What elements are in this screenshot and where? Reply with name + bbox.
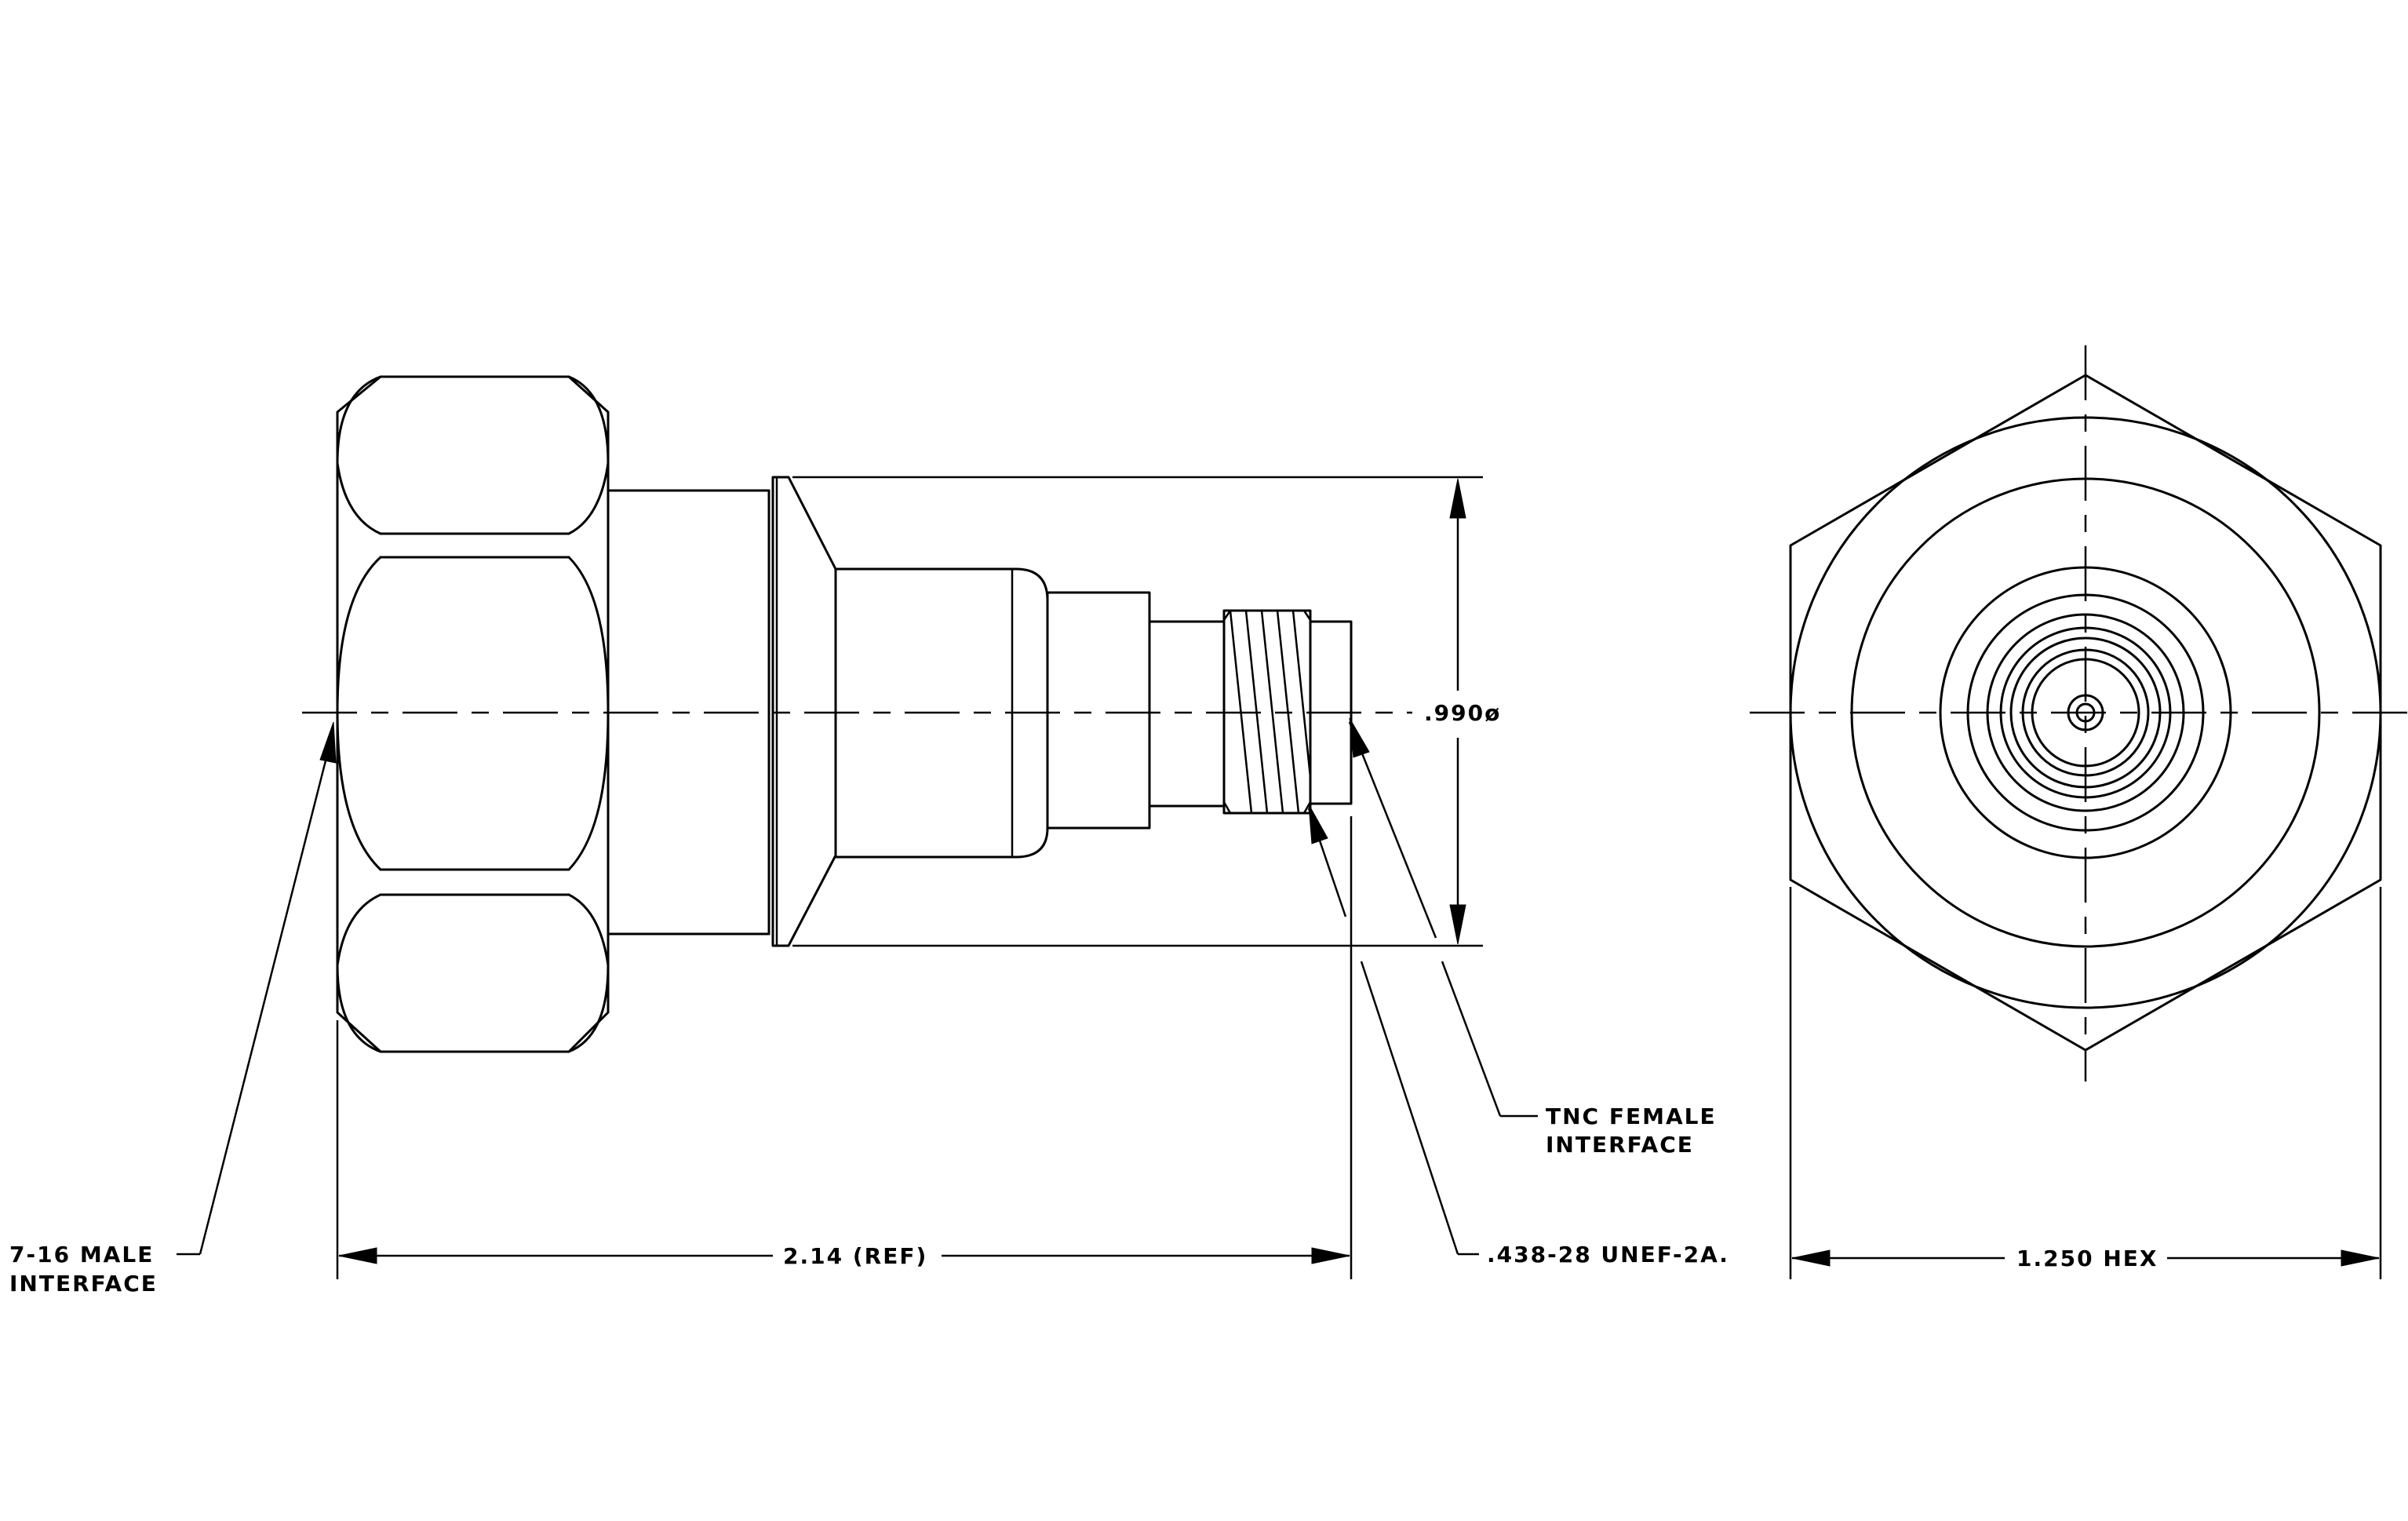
overall-length-dimension: 2.14 (REF) <box>336 816 1353 1279</box>
male-interface-label-1: 7-16 MALE <box>9 1242 154 1268</box>
thread-section <box>1222 609 1312 815</box>
coupling-nut <box>336 375 610 1053</box>
male-interface-callout: 7-16 MALE INTERFACE <box>9 721 337 1297</box>
tnc-interface-callout: TNC FEMALE INTERFACE <box>1348 717 1717 1158</box>
overall-length-label: 2.14 (REF) <box>783 1243 927 1269</box>
thread-spec-callout: .438-28 UNEF-2A. <box>1307 804 1729 1268</box>
hex-size-dimension: 1.250 HEX <box>1789 887 2382 1279</box>
body-collar <box>607 489 770 936</box>
neck-section <box>1148 620 1226 808</box>
side-view <box>302 375 1483 1053</box>
flange <box>771 476 837 947</box>
hex-outline <box>1789 374 2382 1052</box>
tnc-interface-label-1: TNC FEMALE <box>1546 1103 1717 1129</box>
thread-spec-label: .438-28 UNEF-2A. <box>1487 1242 1729 1268</box>
step-section <box>1046 591 1151 830</box>
tnc-interface-label-2: INTERFACE <box>1546 1132 1694 1158</box>
center-pin <box>2075 702 2096 723</box>
male-interface-label-2: INTERFACE <box>9 1271 158 1297</box>
diameter-label: .990ø <box>1424 700 1501 726</box>
tnc-tip <box>1309 620 1353 805</box>
hex-inscribed-circle <box>1789 416 2382 1009</box>
end-view <box>1750 345 2408 1081</box>
diameter-dimension: .990ø <box>792 476 1506 947</box>
hex-size-label: 1.250 HEX <box>2016 1246 2158 1271</box>
